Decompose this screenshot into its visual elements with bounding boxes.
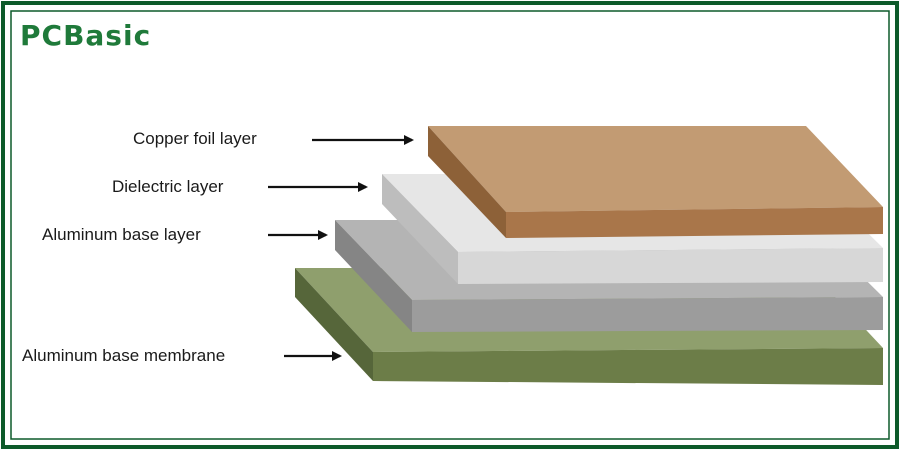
label-dielectric-layer: Dielectric layer: [112, 177, 224, 196]
copper-top-face: [428, 126, 883, 212]
label-copper-foil-layer: Copper foil layer: [133, 129, 257, 148]
brand-logo-text: PCBasic: [20, 19, 152, 52]
label-aluminum-base-layer: Aluminum base layer: [42, 225, 201, 244]
dielectric-front-face: [458, 248, 883, 284]
dielectric-side-face: [382, 174, 458, 284]
aluminum-side-face: [335, 220, 412, 332]
label-aluminum-base-membrane: Aluminum base membrane: [22, 346, 226, 365]
layer-slab-copper: [428, 126, 883, 238]
copper-front-face: [506, 207, 883, 238]
membrane-side-face: [295, 268, 373, 381]
brand-logo: PCBasic: [20, 20, 151, 52]
copper-side-face: [428, 126, 506, 238]
membrane-front-face: [373, 348, 883, 385]
inner-frame: [10, 10, 890, 440]
aluminum-front-face: [412, 297, 883, 332]
